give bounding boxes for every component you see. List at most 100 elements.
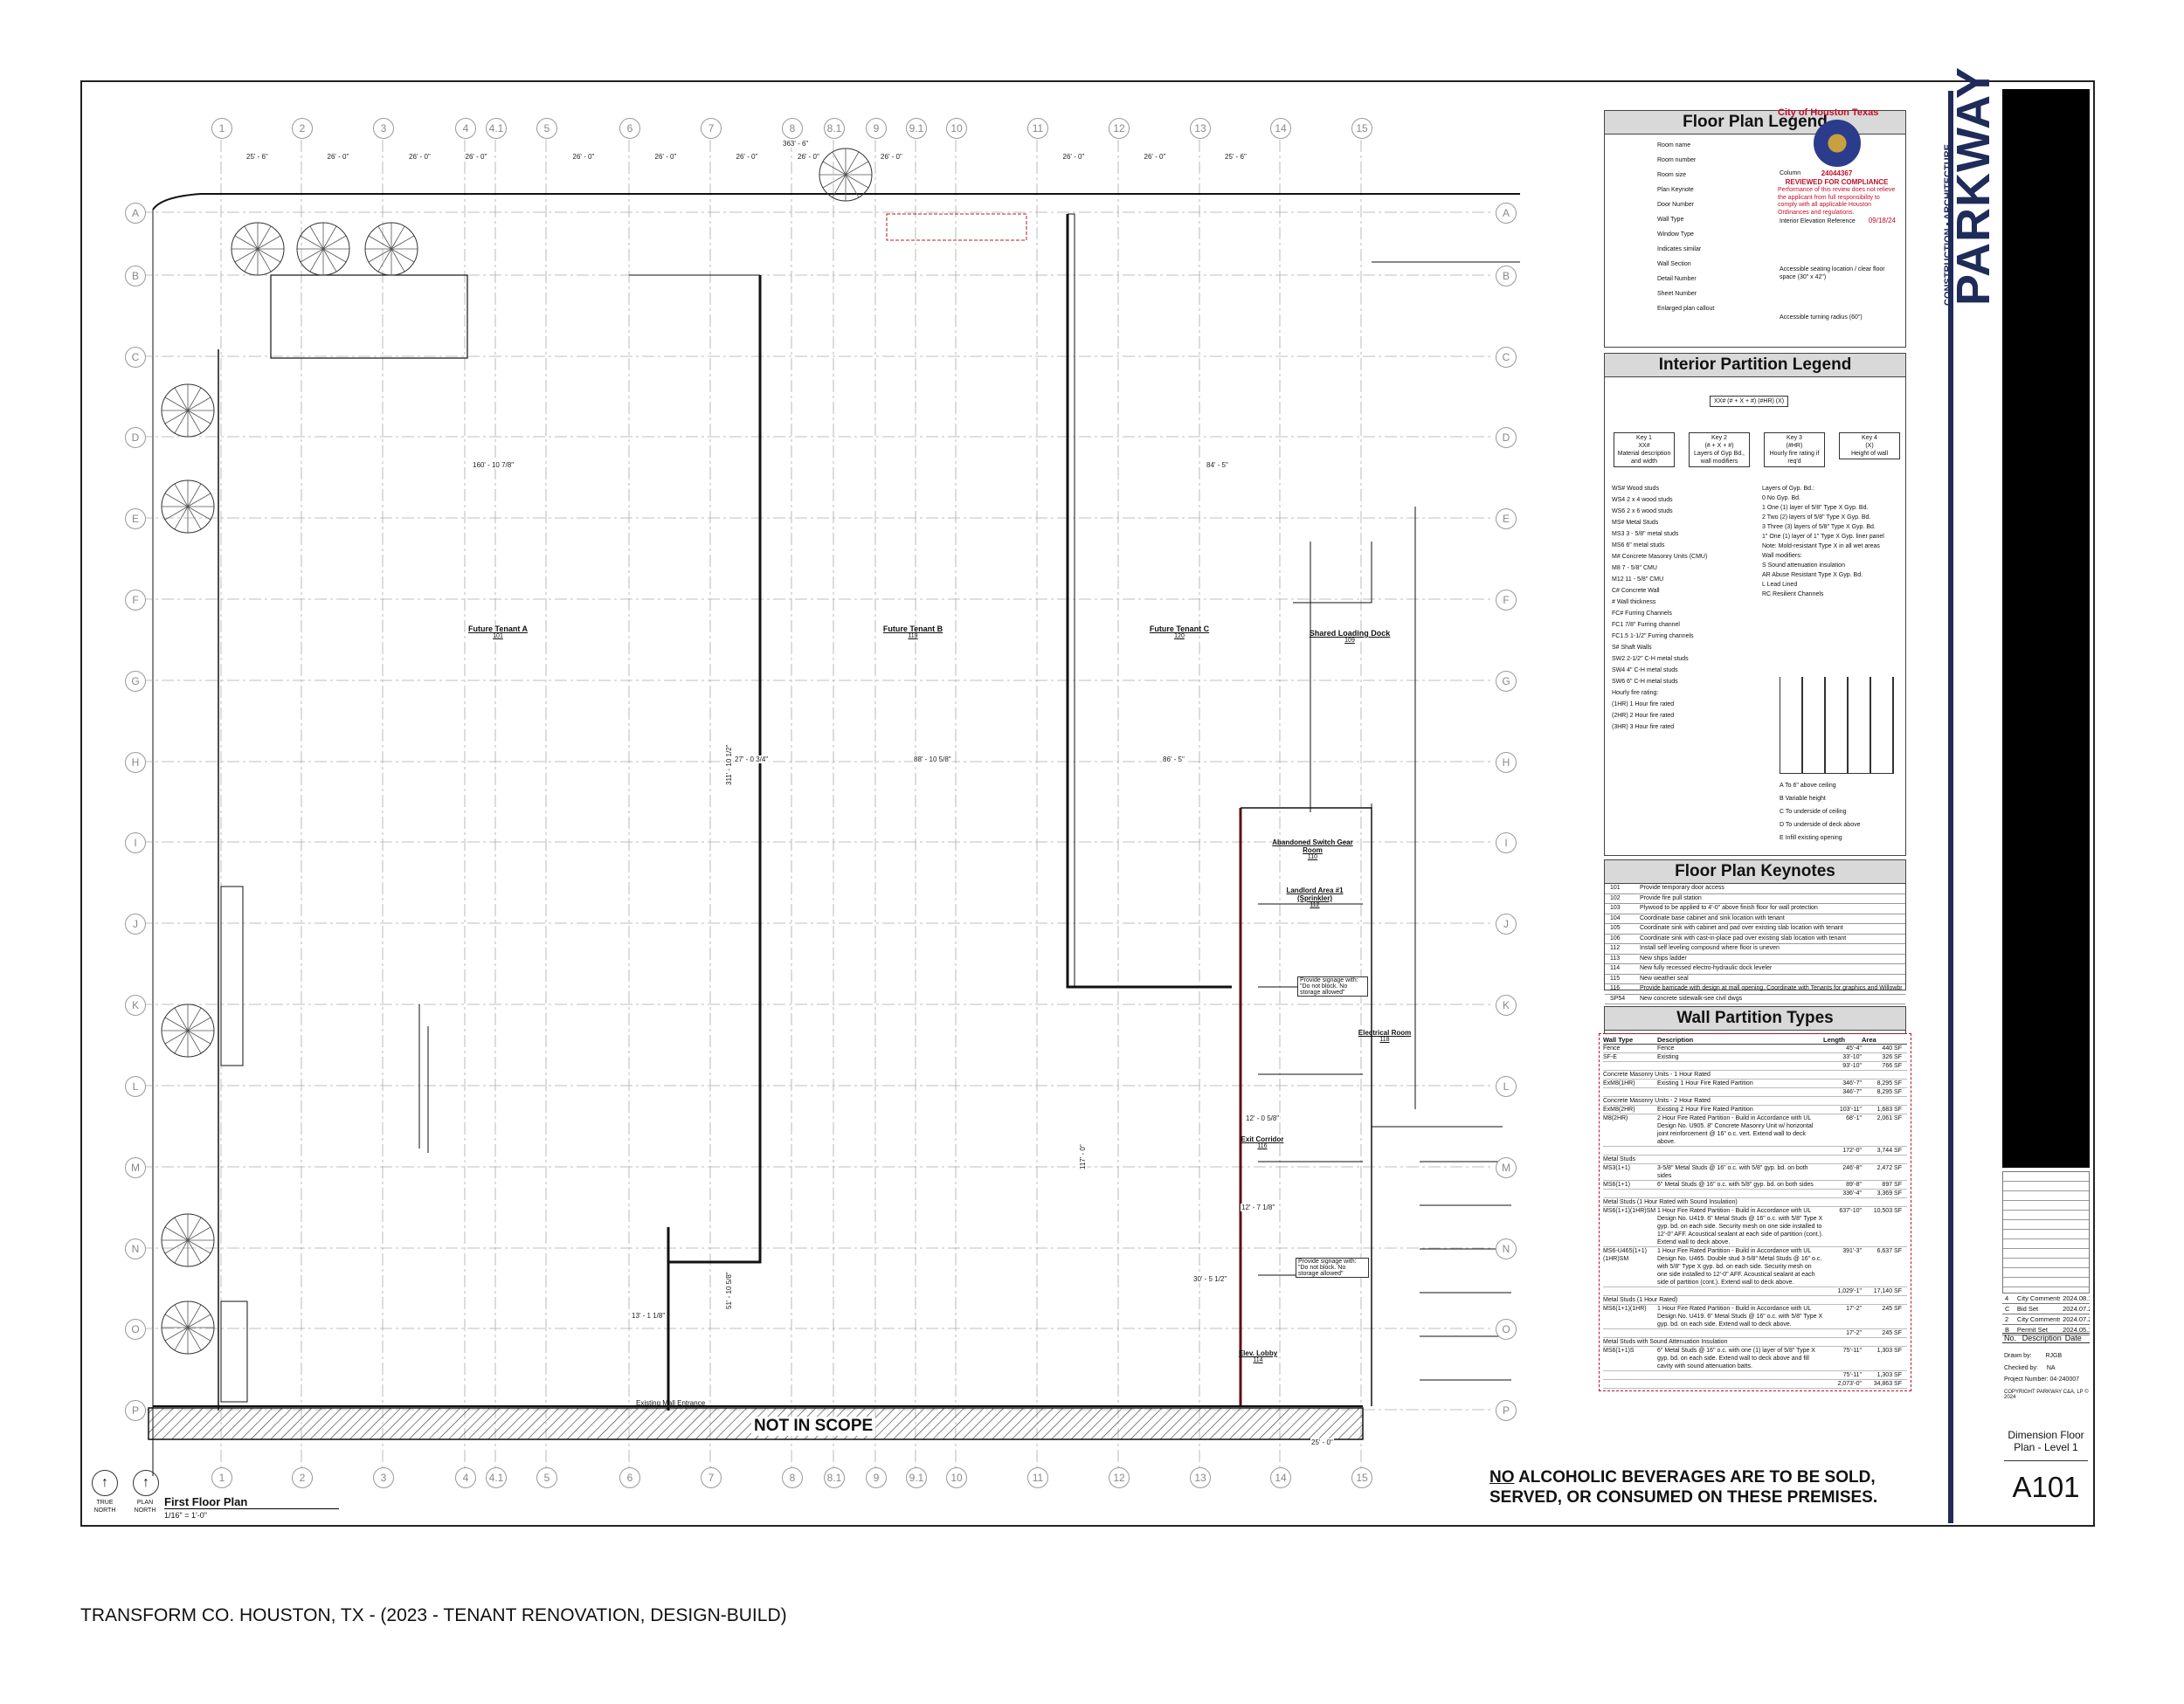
wall-type-cell: 2 Hour Fire Rated Partition - Build in A… — [1657, 1115, 1814, 1145]
partition-material-row: M8 7 - 5/8" CMU — [1612, 565, 1657, 571]
partition-material-row: SW4 4" C-H metal studs — [1612, 667, 1678, 673]
keynote-row: 103 Plywood to be applied to 4'-0" above … — [1605, 904, 1905, 914]
wall-type-cell: Metal Studs (1 Hour Rated with Sound Ins… — [1603, 1199, 1738, 1205]
partition-gyp-row: 1" One (1) layer of 1" Type X Gyp. liner… — [1762, 534, 1884, 540]
bay-dim: 26' - 0" — [464, 153, 488, 161]
title-block: PARKWAY CONSTRUCTION • ARCHITECTURE 4Cit… — [1941, 66, 2091, 1525]
revision-cell: Permit Set — [2016, 1326, 2048, 1334]
stamp-status: REVIEWED FOR COMPLIANCE — [1785, 178, 1889, 186]
wall-types-header-cell: Length — [1823, 1036, 1845, 1044]
wall-type-cell — [1657, 1062, 1823, 1070]
grid-column-bubble: 8.1 — [824, 1467, 845, 1488]
grid-row-bubble: L — [1496, 1076, 1517, 1097]
wall-type-row: Concrete Masonry Units - 1 Hour Rated — [1603, 1071, 1907, 1080]
legend-item: Window Type — [1657, 231, 1694, 238]
keynote-number: SP54 — [1610, 995, 1626, 1002]
wall-type-row: ExM8(1HR)Existing 1 Hour Fire Rated Part… — [1603, 1080, 1907, 1088]
revision-cell: City Comments 02 & RFI #1 — [2016, 1294, 2061, 1302]
dim-m: 25' - 0" — [1310, 1438, 1334, 1446]
legend-item: Room name — [1657, 142, 1691, 148]
legend-item: Interior Elevation Reference — [1780, 218, 1856, 224]
keynote-number: 103 — [1610, 905, 1621, 911]
wall-type-row: Concrete Masonry Units - 2 Hour Rated — [1603, 1097, 1907, 1106]
grid-column-bubble: 8 — [782, 1467, 803, 1488]
grid-column-bubble: 3 — [373, 1467, 394, 1488]
tree-symbol — [296, 222, 350, 276]
keynote-text: Coordinate sink with cast-in-place pad o… — [1640, 935, 1847, 942]
grid-column-bubble: 5 — [536, 1467, 557, 1488]
partition-key-box: Key 2 (# + X + #) Layers of Gyp Bd., wal… — [1689, 432, 1750, 467]
keynote-text: Provide temporary door access — [1640, 885, 1724, 891]
wall-type-cell: 103'-11" — [1839, 1107, 1862, 1113]
revision-cell: Bid Set — [2016, 1305, 2039, 1313]
dim-i: 51' - 10 5/8" — [725, 1271, 733, 1310]
grid-row-bubble: M — [1496, 1157, 1517, 1178]
wall-type-cell: 637'-10" — [1839, 1208, 1862, 1214]
partition-height-row: B Variable height — [1780, 796, 1826, 802]
checked-by: Checked by: NA — [2004, 1365, 2056, 1371]
wall-type-row: Metal Studs — [1603, 1156, 1907, 1164]
wall-type-row: MS6(1+1)6" Metal Studs @ 16" o.c. with 5… — [1603, 1181, 1907, 1190]
partition-material-row: (2HR) 2 Hour fire rated — [1612, 713, 1675, 719]
wall-type-cell: 6,637 SF — [1876, 1248, 1902, 1254]
grid-column-bubble: 9 — [866, 118, 887, 139]
grid-column-bubble: 1 — [211, 118, 232, 139]
wall-type-cell: 3,744 SF — [1876, 1148, 1902, 1154]
wall-type-cell: 326 SF — [1882, 1054, 1902, 1060]
grid-row-bubble: A — [125, 203, 146, 224]
grid-column-bubble: 9.1 — [906, 118, 927, 139]
wall-type-row: 1,029'-1"17,140 SF — [1603, 1287, 1907, 1296]
grid-row-bubble: N — [1496, 1238, 1517, 1259]
revision-cell: City Comments 01 — [2016, 1315, 2061, 1323]
legend-item: Accessible seating location / clear floo… — [1780, 266, 1885, 280]
dim-h: 13' - 1 1/8" — [631, 1312, 667, 1320]
wall-partition-types: Wall Partition Types — [1604, 1006, 1906, 1034]
grid-row-bubble: P — [1496, 1400, 1517, 1421]
tree-symbol — [819, 148, 873, 202]
sheet-number: A101 — [2012, 1471, 2080, 1503]
bay-dim: 26' - 0" — [1061, 153, 1086, 161]
existing-mall-entrance: Existing Mall Entrance — [636, 1399, 706, 1407]
grid-row-bubble: O — [125, 1319, 146, 1340]
wall-type-cell: 1 Hour Fire Rated Partition - Build in A… — [1657, 1306, 1823, 1328]
wall-type-cell: 34,863 SF — [1873, 1381, 1902, 1387]
keynote-text: Plywood to be applied to 4'-0" above fin… — [1640, 905, 1818, 911]
wall-type-row: 336'-4"3,369 SF — [1603, 1190, 1907, 1198]
wall-types-header-cell: Description — [1657, 1036, 1694, 1044]
wall-type-row: 172'-0"3,744 SF — [1603, 1147, 1907, 1156]
wall-type-row: 75'-11"1,303 SF — [1603, 1371, 1907, 1380]
revision-cell: 4 — [2005, 1294, 2009, 1302]
wall-type-cell: 75'-11" — [1842, 1348, 1862, 1354]
grid-column-bubble: 12 — [1109, 118, 1130, 139]
keynote-number: 106 — [1610, 935, 1621, 942]
wall-type-cell: MS6(1+1) — [1603, 1182, 1630, 1188]
wall-type-row: 93'-10"766 SF — [1603, 1062, 1907, 1071]
grid-row-bubble: B — [125, 266, 146, 286]
grid-column-bubble: 14 — [1270, 1467, 1291, 1488]
grid-column-bubble: 9.1 — [906, 1467, 927, 1488]
keynote-text: Coordinate base cabinet and sink locatio… — [1640, 914, 1785, 921]
wall-type-cell: 17,140 SF — [1873, 1288, 1902, 1294]
wall-type-cell — [1657, 1380, 1823, 1388]
partition-material-row: MS3 3 - 5/8" metal studs — [1612, 531, 1679, 537]
grid-column-bubble: 11 — [1027, 1467, 1048, 1488]
wall-type-cell — [1657, 1287, 1823, 1295]
signage-note-1: Provide signage with: "Do not block. No … — [1297, 976, 1368, 997]
alcohol-notice-line1: ALCOHOLIC BEVERAGES ARE TO BE SOLD, — [1514, 1468, 1876, 1487]
wall-type-cell — [1657, 1147, 1823, 1155]
overall-dim: 363' - 6" — [782, 140, 810, 148]
keynote-text: New ships ladder — [1640, 955, 1687, 962]
